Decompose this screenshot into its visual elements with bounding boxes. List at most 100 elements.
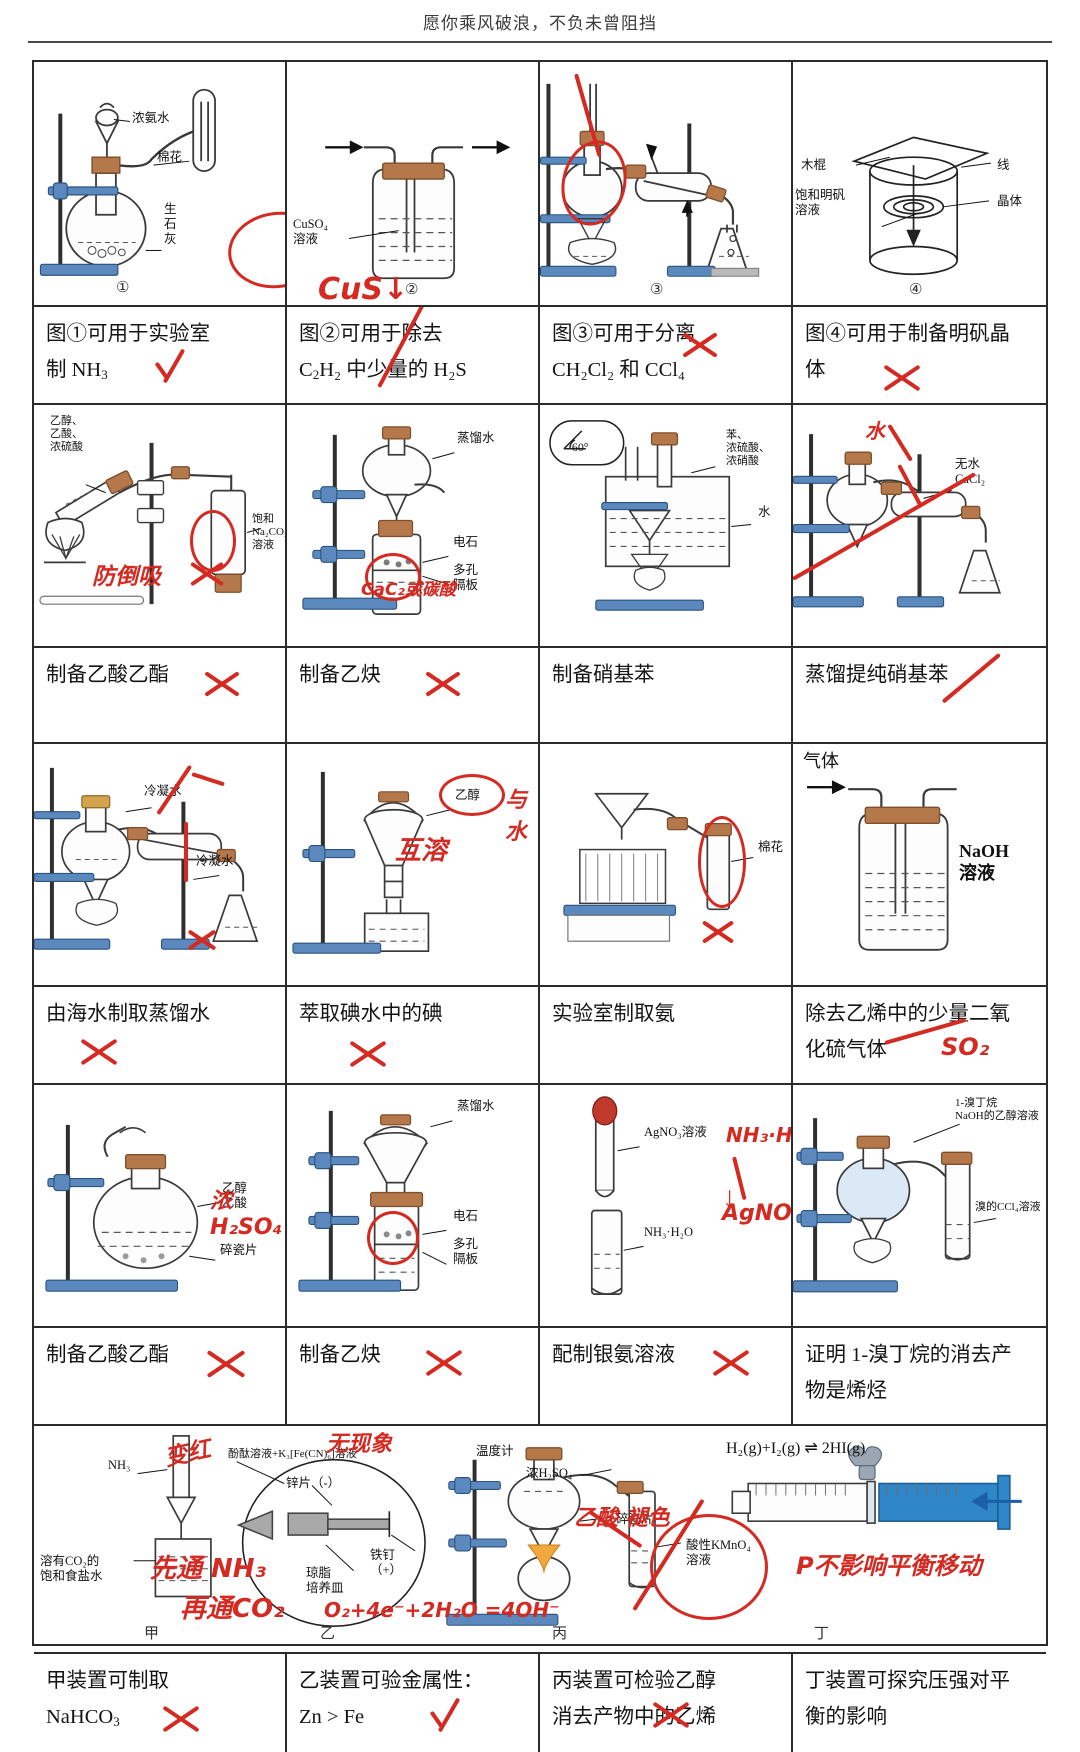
caption-text-7: 制备硝基苯 — [552, 664, 655, 686]
label-saturated-alum-solution: 饱和明矾 溶液 — [795, 188, 846, 217]
caption-cell-15: 配制银氨溶液 — [540, 1328, 793, 1424]
label-anhydrous-cacl2: 无水 CaCl₂ — [955, 457, 986, 486]
caption-line-1: 证明 1-溴丁烷的消去产 — [805, 1344, 1012, 1366]
caption-cell-11: 实验室制取氨 — [540, 987, 793, 1083]
figure-cell-5: 乙醇、 乙酸、 浓硫酸 饱和 Na₂CO₃ 溶液 防倒吸 — [34, 405, 287, 646]
label-bromine-ccl4: 溴的CCl₄溶液 — [975, 1201, 1041, 1213]
label-thread: 线 — [997, 158, 1010, 172]
figure-number-3: ③ — [650, 282, 664, 298]
caption-text-10: 萃取碘水中的碘 — [299, 1003, 443, 1025]
figure-cell-7: 60° 苯、 浓硫酸、 浓硝酸 水 — [540, 405, 793, 646]
apparatus-elimination-test: 1-溴丁烷 NaOH的乙醇溶液 溴的CCl₄溶液 — [793, 1085, 1046, 1326]
caption-text-yi: 乙装置可验金属性： Zn > Fe — [287, 1654, 538, 1735]
caption-subscript: 3 — [101, 367, 108, 382]
apparatus-crystal-growing: 木棍 线 饱和明矾 溶液 晶体 ④ — [793, 62, 1046, 305]
label-crystal: 晶体 — [997, 194, 1023, 208]
caption-line-1: 图③可用于分离 — [552, 323, 696, 345]
caption-line-2: CH₂Cl₂ 和 CCl₄ — [552, 359, 686, 381]
caption-line-1: 图②可用于除去 — [299, 323, 443, 345]
label-ethanol: 乙醇 — [455, 788, 481, 802]
label-ethanol-acetic: 乙醇 乙酸 — [222, 1181, 248, 1210]
caption-text-4: 图④可用于制备明矾晶 体 — [793, 307, 1046, 388]
figure-cell-13: 乙醇 乙酸 碎瓷片 浓H₂SO₄ — [34, 1085, 287, 1326]
label-agno3-solution: AgNO₃溶液 — [644, 1125, 707, 1139]
figure-cell-3: ③ — [540, 62, 793, 305]
label-porous-plate-2: 多孔 隔板 — [453, 1237, 479, 1266]
caption-cell-2: 图②可用于除去 C2H₂ 中少量的 H₂S — [287, 307, 540, 403]
caption-cell-6: 制备乙炔 — [287, 648, 540, 742]
caption-text-12: 除去乙烯中的少量二氧 化硫气体 — [793, 987, 1046, 1068]
figure-label-jia: 甲 — [144, 1626, 160, 1642]
caption-cell-10: 萃取碘水中的碘 — [287, 987, 540, 1083]
label-distilled-water: 蒸馏水 — [457, 431, 495, 445]
apparatus-ester-flask: 乙醇 乙酸 碎瓷片 — [34, 1085, 285, 1326]
label-condenser-water-in: 冷凝水 — [144, 784, 182, 798]
label-porous-plate: 多孔 隔板 — [453, 563, 479, 592]
apparatus-seawater-distillation: 冷凝水 冷凝水 — [34, 744, 285, 985]
figure-cell-10: 乙醇 与水 互溶 — [287, 744, 540, 985]
caption-row-bottom: 甲装置可制取 NaHCO3 乙装置可验金属性： Zn > Fe 丙装置可检验乙醇… — [34, 1654, 1046, 1752]
figure-cell-9: 冷凝水 冷凝水 — [34, 744, 287, 985]
label-gas: 气体 — [803, 751, 839, 771]
caption-formula: NaHCO — [46, 1706, 114, 1728]
figure-cell-1: 浓氨水 棉花 生石灰 ① — [34, 62, 287, 305]
page-header: 愿你乘风破浪，不负未曾阻挡 — [0, 0, 1080, 34]
caption-cell-14: 制备乙炔 — [287, 1328, 540, 1424]
caption-cell-bing: 丙装置可检验乙醇 消去产物中的乙烯 — [540, 1654, 793, 1752]
header-divider — [28, 41, 1052, 43]
caption-row-2: 制备乙酸乙酯 制备乙炔 制备硝基苯 蒸馏提纯硝基苯 — [34, 648, 1046, 744]
header-title: 愿你乘风破浪，不负未曾阻挡 — [423, 14, 657, 33]
label-concentrated-ammonia: 浓氨水 — [132, 111, 170, 125]
caption-text-3: 图③可用于分离 CH₂Cl₂ 和 CCl₄ — [540, 307, 791, 388]
caption-cell-16: 证明 1-溴丁烷的消去产 物是烯烃 — [793, 1328, 1046, 1424]
caption-cell-ding: 丁装置可探究压强对平 衡的影响 — [793, 1654, 1046, 1752]
apparatus-ethyl-acetate-prep: 乙醇、 乙酸、 浓硫酸 饱和 Na₂CO₃ 溶液 — [34, 405, 285, 646]
label-wooden-stick: 木棍 — [801, 158, 827, 172]
caption-line-2: 体 — [805, 359, 826, 381]
apparatus-gas-washing-bottle: CuSO₄ 溶液 ② — [287, 62, 538, 305]
caption-line-2: NaHCO3 — [46, 1699, 275, 1740]
figure-row-bottom: NH₃ 溶有CO₂的 饱和食盐水 酚酞溶液+K₃[Fe(CN)₆]溶液 锌片（-… — [34, 1426, 1046, 1654]
caption-text-5: 制备乙酸乙酯 — [46, 664, 169, 686]
caption-line-2: 衡的影响 — [805, 1706, 887, 1728]
caption-subscript: 2 — [312, 367, 320, 382]
caption-cell-12: 除去乙烯中的少量二氧 化硫气体 SO₂ — [793, 987, 1046, 1083]
caption-line-2: 化硫气体 — [805, 1039, 887, 1061]
apparatus-nitrobenzene-prep: 60° 苯、 浓硫酸、 浓硝酸 水 — [540, 405, 791, 646]
caption-text-1: 图①可用于实验室 制 NH3 — [34, 307, 285, 393]
caption-formula: C — [299, 359, 313, 381]
apparatus-distillation-1: ③ — [540, 62, 791, 305]
caption-cell-9: 由海水制取蒸馏水 — [34, 987, 287, 1083]
label-calcium-carbide: 电石 — [453, 535, 479, 549]
caption-cell-1: 图①可用于实验室 制 NH3 — [34, 307, 287, 403]
figure-label-yi: 乙 — [320, 1626, 336, 1642]
figure-row-1: 浓氨水 棉花 生石灰 ① — [34, 62, 1046, 307]
figure-number-2: ② — [405, 282, 419, 298]
worksheet-table: 浓氨水 棉花 生石灰 ① — [32, 60, 1048, 1752]
label-co2-brine: 溶有CO₂的 饱和食盐水 — [40, 1554, 103, 1583]
figure-label-bing: 丙 — [552, 1626, 568, 1642]
caption-line-1: 除去乙烯中的少量二氧 — [805, 1003, 1010, 1025]
ink-x-9 — [78, 1029, 120, 1071]
apparatus-silver-ammine: AgNO₃溶液 NH₃·H₂O — [540, 1085, 791, 1326]
label-porcelain-chips-2: 碎瓷片 — [616, 1512, 654, 1526]
caption-cell-7: 制备硝基苯 — [540, 648, 793, 742]
label-condenser-water-out: 冷凝水 — [196, 854, 234, 868]
apparatus-iodine-extraction: 乙醇 — [287, 744, 538, 985]
caption-line-2: Zn > Fe — [299, 1706, 365, 1728]
caption-line-1: 甲装置可制取 — [46, 1670, 169, 1692]
caption-row-4: 制备乙酸乙酯 制备乙炔 配制银氨溶液 证明 1-溴丁烷的消去产 物是烯烃 — [34, 1328, 1046, 1426]
apparatus-acetylene-prep-2: 蒸馏水 电石 多孔 隔板 — [287, 1085, 538, 1326]
figure-cell-bottom-wide: NH₃ 溶有CO₂的 饱和食盐水 酚酞溶液+K₃[Fe(CN)₆]溶液 锌片（-… — [34, 1426, 1046, 1652]
caption-text-14: 制备乙炔 — [299, 1344, 381, 1366]
apparatus-acetylene-prep-1: 蒸馏水 电石 多孔 隔板 — [287, 405, 538, 646]
figure-label-ding: 丁 — [814, 1626, 830, 1642]
caption-cell-13: 制备乙酸乙酯 — [34, 1328, 287, 1424]
caption-text-9: 由海水制取蒸馏水 — [46, 1003, 210, 1025]
caption-line-2: C2H₂ 中少量的 H₂S — [299, 352, 528, 393]
label-thermometer: 温度计 — [476, 1444, 514, 1458]
label-benzene-acids: 苯、 浓硫酸、 浓硝酸 — [726, 429, 770, 467]
figure-row-4: 乙醇 乙酸 碎瓷片 浓H₂SO₄ — [34, 1085, 1046, 1328]
label-acidic-kmno4: 酸性KMnO₄ 溶液 — [686, 1538, 751, 1567]
caption-cell-8: 蒸馏提纯硝基苯 — [793, 648, 1046, 742]
